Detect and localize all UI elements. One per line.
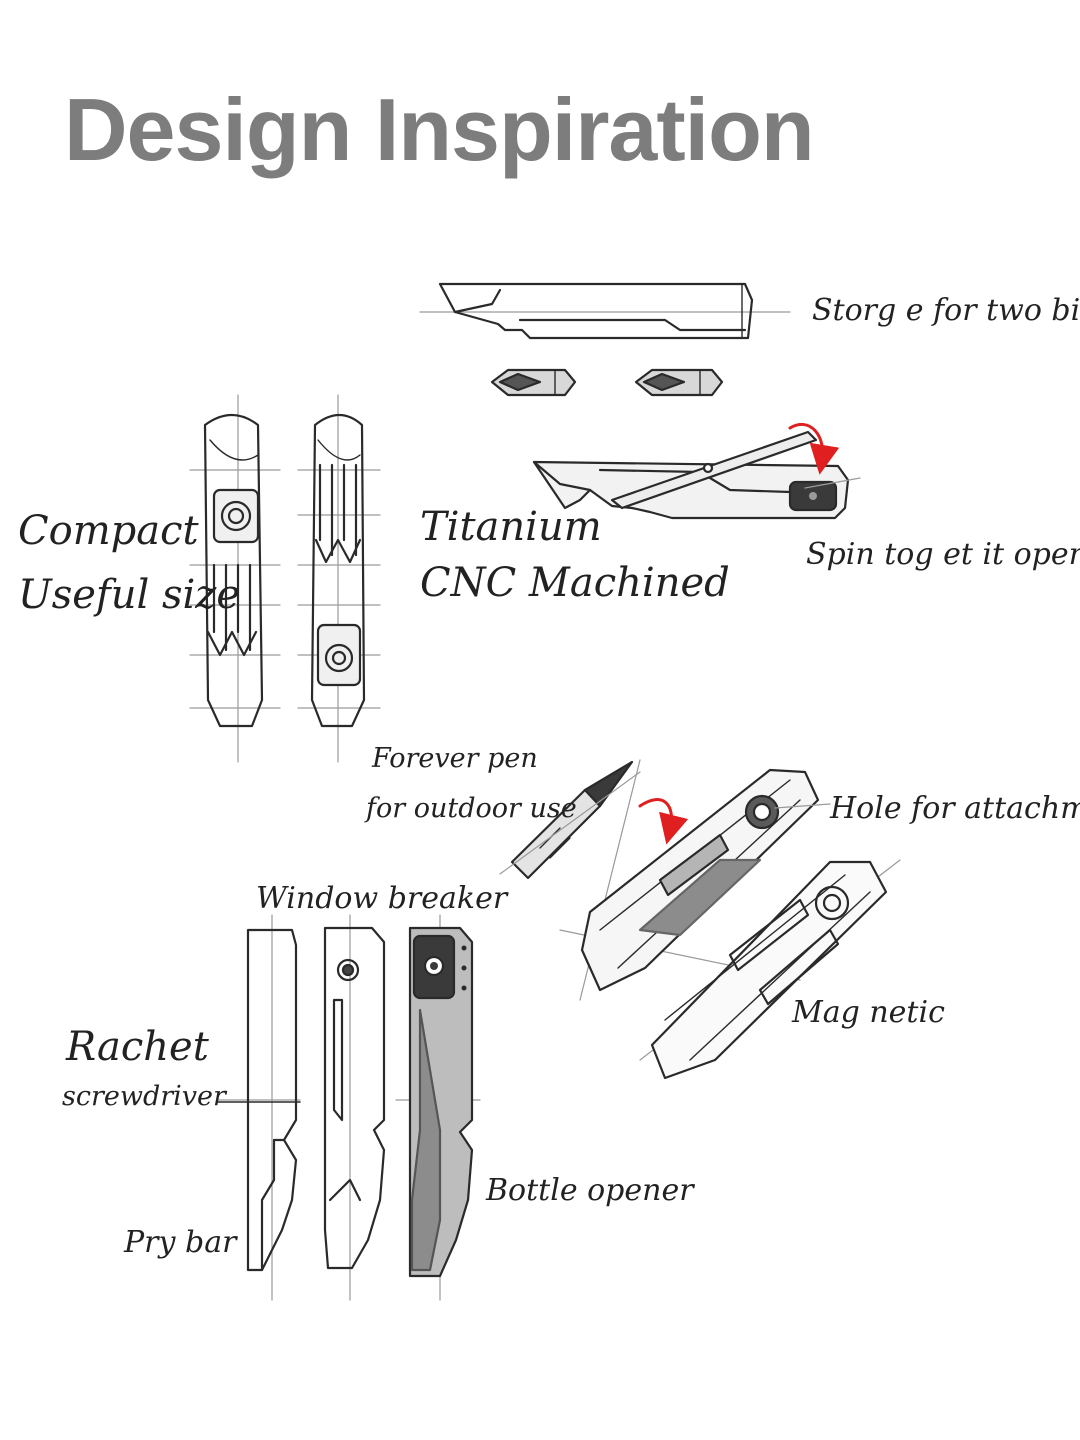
label-window-breaker: Window breaker — [256, 881, 508, 916]
side-view-middle-sketch — [323, 914, 386, 1301]
angled-tool-upper-sketch — [559, 759, 831, 1001]
spin-open-tool-sketch — [532, 430, 861, 520]
pen-arrow — [638, 798, 689, 845]
label-magnetic: Mag netic — [792, 995, 945, 1030]
label-spin-open: Spin tog et it open — [806, 537, 1080, 572]
bit-sketch-right — [634, 368, 724, 397]
side-view-outline-sketch — [217, 914, 301, 1301]
label-storage: Storg e for two bits — [812, 293, 1080, 328]
label-cnc-machined: CNC Machined — [420, 560, 730, 606]
bit-sketch-left — [490, 368, 577, 397]
front-view-right-sketch — [297, 394, 381, 763]
label-hole-attachment: Hole for attachment — [830, 791, 1080, 826]
label-pry-bar: Pry bar — [124, 1225, 237, 1260]
spin-arrow — [788, 422, 840, 475]
page-title: Design Inspiration — [64, 80, 815, 179]
label-useful-size: Useful size — [18, 572, 241, 618]
label-ratchet: Rachet — [66, 1024, 209, 1070]
front-view-left-sketch — [189, 394, 281, 763]
label-screwdriver: screwdriver — [62, 1081, 226, 1112]
label-titanium: Titanium — [420, 504, 602, 550]
label-bottle-opener: Bottle opener — [486, 1173, 694, 1208]
label-forever-pen: Forever pen — [372, 743, 538, 774]
angled-tool-lower-sketch — [639, 859, 901, 1080]
label-compact: Compact — [18, 508, 199, 554]
forever-pen-sketch — [499, 760, 641, 880]
storage-tool-sketch — [419, 282, 791, 340]
side-view-shaded-sketch — [395, 914, 481, 1301]
label-outdoor-use: for outdoor use — [366, 793, 577, 824]
